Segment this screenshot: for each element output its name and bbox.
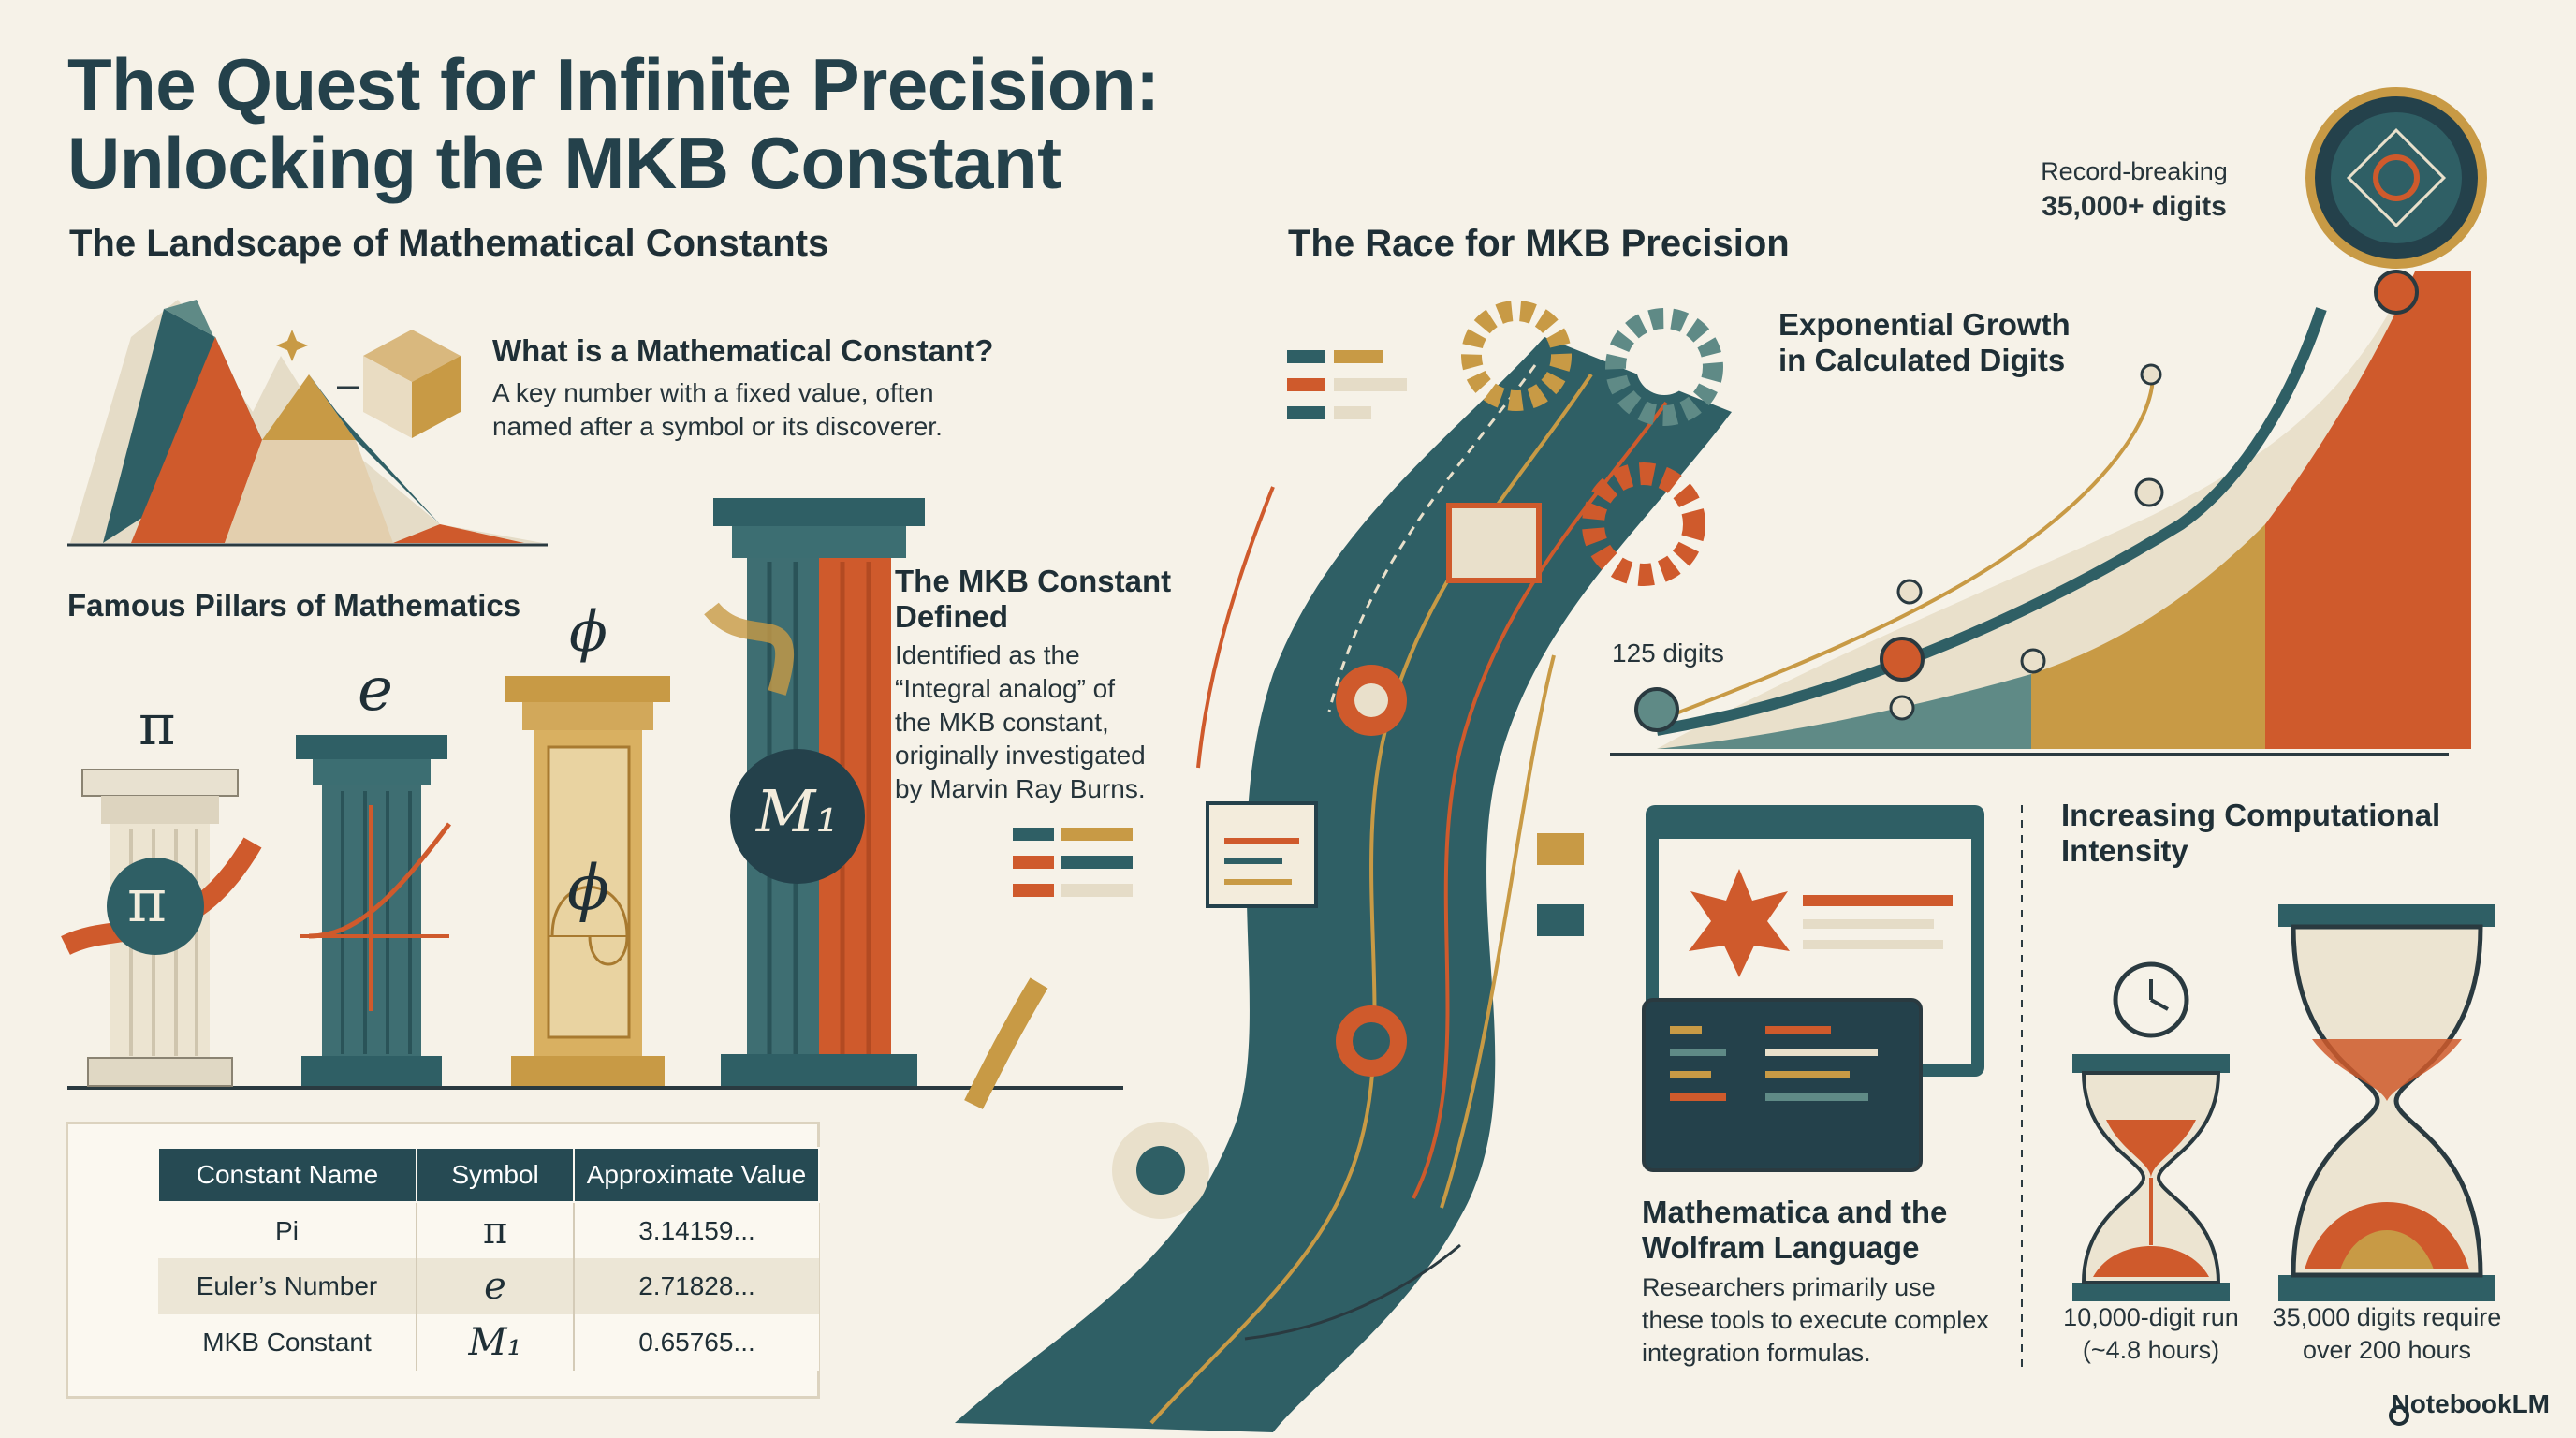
small-hourglass-icon: [2072, 961, 2230, 1301]
symbol-cell: e: [416, 1258, 574, 1314]
what-is-constant-heading: What is a Mathematical Constant?: [492, 333, 994, 368]
notebooklm-logo-icon: [2389, 1405, 2409, 1426]
phi-pillar: [505, 676, 670, 1086]
value-cell: 3.14159...: [573, 1202, 819, 1258]
record-value: 35,000+ digits: [2042, 191, 2227, 223]
phi-symbol-label: ϕ: [569, 599, 607, 665]
math-body-line: Researchers primarily use: [1642, 1273, 1936, 1301]
mountain-illustration: [67, 300, 548, 547]
intensity-heading-line: Intensity: [2061, 832, 2188, 868]
small-run-line: (~4.8 hours): [2082, 1336, 2220, 1365]
constant-name-cell: MKB Constant: [158, 1314, 417, 1371]
growth-chart-illustration: [1610, 87, 2487, 756]
mkb-defined-body: Identified as the “Integral analog” of t…: [895, 638, 1146, 806]
table-header: Symbol: [416, 1147, 575, 1203]
mathematica-window-illustration: [1642, 805, 1984, 1172]
cube-icon: [337, 330, 461, 438]
e-pillar: [296, 735, 451, 1086]
growth-heading-line: Exponential Growth: [1778, 307, 2071, 342]
value-cell: 0.65765...: [573, 1314, 819, 1371]
title-line-2: Unlocking the MKB Constant: [67, 122, 1061, 205]
what-body-line: A key number with a fixed value, often: [492, 378, 934, 407]
mathematica-heading: Mathematica and the Wolfram Language: [1642, 1195, 1947, 1266]
mkb-heading-line: Defined: [895, 598, 1009, 634]
start-digits-label: 125 digits: [1612, 638, 1724, 668]
what-body-line: named after a symbol or its discoverer.: [492, 412, 943, 442]
big-run-caption: 35,000 digits require over 200 hours: [2256, 1301, 2518, 1367]
big-run-line: over 200 hours: [2302, 1336, 2472, 1365]
constant-name-cell: Pi: [158, 1202, 417, 1258]
mkb-body-line: Identified as the: [895, 640, 1080, 669]
record-label: Record-breaking: [2041, 157, 2228, 185]
landscape-heading: The Landscape of Mathematical Constants: [69, 223, 829, 264]
math-body-line: these tools to execute complex: [1642, 1306, 1989, 1335]
pi-symbol-label: π: [139, 693, 176, 758]
table-row: Euler’s Number e 2.71828...: [158, 1258, 819, 1314]
mkb-body-line: “Integral analog” of: [895, 673, 1116, 703]
circuit-road-illustration: [955, 301, 1732, 1432]
small-run-line: 10,000-digit run: [2063, 1303, 2239, 1331]
mkb-defined-heading: The MKB Constant Defined: [895, 564, 1171, 635]
page-title: The Quest for Infinite Precision: Unlock…: [67, 43, 1160, 205]
growth-heading-line: in Calculated Digits: [1778, 342, 2066, 377]
race-heading: The Race for MKB Precision: [1288, 223, 1790, 264]
math-heading-line: Wolfram Language: [1642, 1229, 1920, 1265]
record-callout: Record-breaking 35,000+ digits: [2031, 155, 2237, 225]
pi-pillar: [61, 769, 262, 1087]
constants-table: Constant Name Symbol Approximate Value P…: [157, 1147, 820, 1371]
growth-heading: Exponential Growth in Calculated Digits: [1778, 307, 2071, 378]
mkb-pillar: [704, 498, 925, 1086]
constant-name-cell: Euler’s Number: [158, 1258, 417, 1314]
math-heading-line: Mathematica and the: [1642, 1195, 1948, 1229]
table-row: Pi π 3.14159...: [158, 1202, 819, 1258]
pillars-heading: Famous Pillars of Mathematics: [67, 588, 521, 623]
mkb-body-line: originally investigated: [895, 741, 1146, 770]
e-symbol-label: e: [358, 655, 393, 725]
table-row: MKB Constant M₁ 0.65765...: [158, 1314, 819, 1371]
title-line-1: The Quest for Infinite Precision:: [67, 43, 1160, 125]
math-body-line: integration formulas.: [1642, 1339, 1871, 1368]
table-header: Approximate Value: [573, 1147, 820, 1203]
value-cell: 2.71828...: [573, 1258, 819, 1314]
mkb-body-line: the MKB constant,: [895, 707, 1109, 737]
small-run-caption: 10,000-digit run (~4.8 hours): [2041, 1301, 2261, 1367]
symbol-cell: π: [416, 1202, 574, 1258]
what-is-constant-body: A key number with a fixed value, often n…: [492, 376, 943, 445]
large-hourglass-icon: [2278, 904, 2496, 1301]
constants-table-panel: Constant Name Symbol Approximate Value P…: [66, 1122, 820, 1399]
symbol-cell: M₁: [416, 1314, 574, 1371]
table-header: Constant Name: [157, 1147, 417, 1203]
intensity-heading-line: Increasing Computational: [2061, 798, 2441, 832]
big-run-line: 35,000 digits require: [2272, 1303, 2502, 1331]
mkb-heading-line: The MKB Constant: [895, 564, 1172, 598]
pi-emblem: π: [127, 867, 168, 936]
notebooklm-brand: NotebookLM: [2391, 1389, 2550, 1418]
intensity-heading: Increasing Computational Intensity: [2061, 798, 2440, 869]
phi-emblem: ϕ: [567, 852, 609, 924]
mkb-emblem: M₁: [755, 777, 840, 845]
mathematica-body: Researchers primarily use these tools to…: [1642, 1271, 1989, 1370]
mkb-body-line: by Marvin Ray Burns.: [895, 774, 1146, 804]
